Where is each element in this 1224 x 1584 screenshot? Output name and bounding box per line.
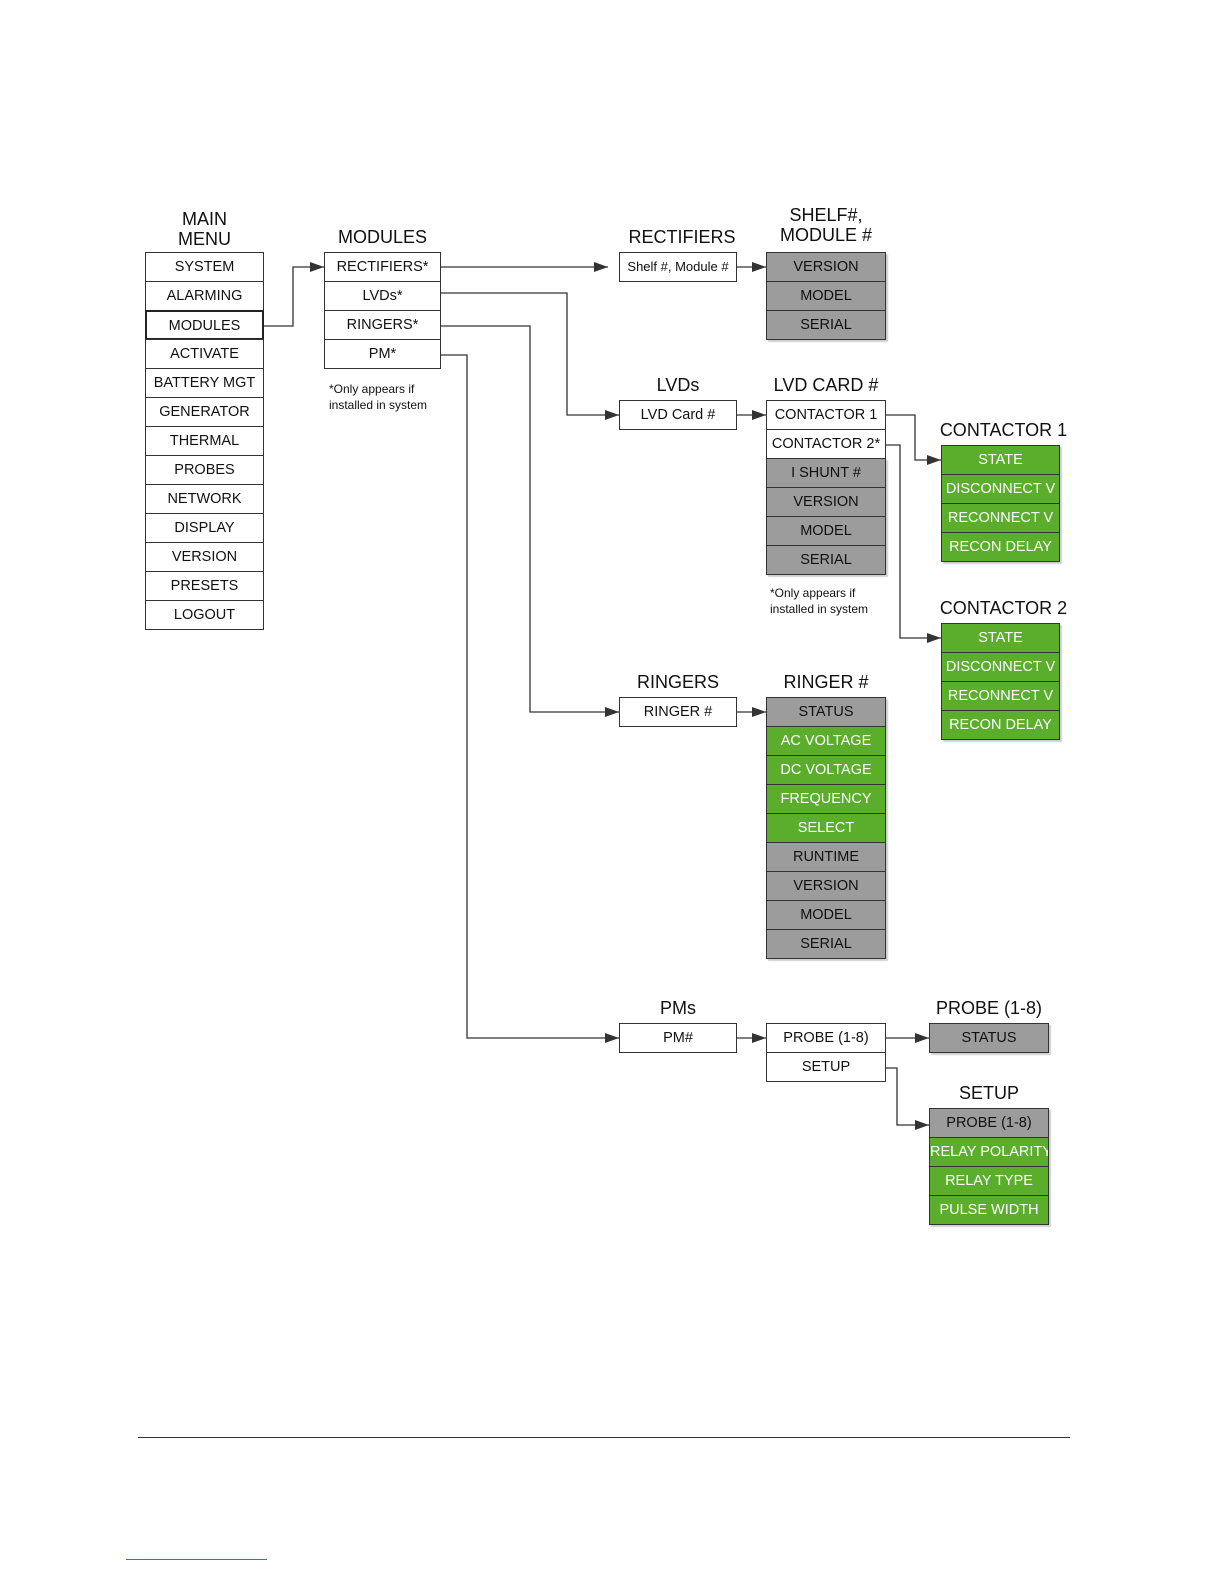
pm-num-list: PROBE (1-8) SETUP	[766, 1023, 886, 1082]
contactor1-item-recon-delay[interactable]: RECON DELAY	[941, 532, 1060, 562]
modules-item-lvds[interactable]: LVDs*	[324, 281, 441, 311]
modules-item-pm[interactable]: PM*	[324, 339, 441, 369]
modules-item-rectifiers[interactable]: RECTIFIERS*	[324, 252, 441, 282]
ringer-item-model[interactable]: MODEL	[766, 900, 886, 930]
header-probe: PROBE (1-8)	[935, 998, 1043, 1018]
lvd-card-item-contactor2[interactable]: CONTACTOR 2*	[766, 429, 886, 459]
main-menu-list: SYSTEM ALARMING MODULES ACTIVATE BATTERY…	[145, 252, 264, 630]
ringer-item-frequency[interactable]: FREQUENCY	[766, 784, 886, 814]
contactor1-item-reconnect-v[interactable]: RECONNECT V	[941, 503, 1060, 533]
main-menu-item-network[interactable]: NETWORK	[145, 484, 264, 514]
footer-link-underline	[126, 1559, 267, 1560]
shelf-item-version[interactable]: VERSION	[766, 252, 886, 282]
ringer-item-runtime[interactable]: RUNTIME	[766, 842, 886, 872]
main-menu-item-presets[interactable]: PRESETS	[145, 571, 264, 601]
main-menu-item-generator[interactable]: GENERATOR	[145, 397, 264, 427]
setup-list: PROBE (1-8) RELAY POLARITY RELAY TYPE PU…	[929, 1108, 1049, 1225]
shelf-item-model[interactable]: MODEL	[766, 281, 886, 311]
header-ringer-num: RINGER #	[783, 672, 869, 692]
contactor1-item-disconnect-v[interactable]: DISCONNECT V	[941, 474, 1060, 504]
link-pm	[441, 354, 619, 1043]
setup-item-probe[interactable]: PROBE (1-8)	[929, 1108, 1049, 1138]
main-menu-item-thermal[interactable]: THERMAL	[145, 426, 264, 456]
contactor2-list: STATE DISCONNECT V RECONNECT V RECON DEL…	[941, 623, 1060, 740]
main-menu-item-system[interactable]: SYSTEM	[145, 252, 264, 282]
header-pms: PMs	[660, 998, 696, 1018]
ringer-item-version[interactable]: VERSION	[766, 871, 886, 901]
ringer-item-dc-voltage[interactable]: DC VOLTAGE	[766, 755, 886, 785]
main-menu-item-activate[interactable]: ACTIVATE	[145, 339, 264, 369]
lvd-card-item-i-shunt[interactable]: I SHUNT #	[766, 458, 886, 488]
setup-item-relay-type[interactable]: RELAY TYPE	[929, 1166, 1049, 1196]
probe-item-status[interactable]: STATUS	[929, 1023, 1049, 1053]
contactor1-item-state[interactable]: STATE	[941, 445, 1060, 475]
main-menu-item-battery-mgt[interactable]: BATTERY MGT	[145, 368, 264, 398]
lvd-card-item-version[interactable]: VERSION	[766, 487, 886, 517]
lvd-card-list: CONTACTOR 1 CONTACTOR 2* I SHUNT # VERSI…	[766, 400, 886, 575]
contactor2-item-reconnect-v[interactable]: RECONNECT V	[941, 681, 1060, 711]
lvds-list: LVD Card #	[619, 400, 737, 430]
header-main-menu: MAIN MENU	[178, 209, 231, 249]
contactor1-list: STATE DISCONNECT V RECONNECT V RECON DEL…	[941, 445, 1060, 562]
main-menu-item-alarming[interactable]: ALARMING	[145, 281, 264, 311]
modules-list: RECTIFIERS* LVDs* RINGERS* PM*	[324, 252, 441, 369]
header-contactor2: CONTACTOR 2	[939, 598, 1068, 618]
contactor2-item-recon-delay[interactable]: RECON DELAY	[941, 710, 1060, 740]
lvd-card-footnote: *Only appears if installed in system	[770, 586, 869, 616]
rectifiers-item-shelf-module[interactable]: Shelf #, Module #	[619, 252, 737, 282]
header-lvds: LVDs	[656, 375, 700, 395]
header-contactor1: CONTACTOR 1	[939, 420, 1068, 440]
shelf-module-list: VERSION MODEL SERIAL	[766, 252, 886, 340]
link-setup	[886, 1067, 929, 1130]
ringer-item-serial[interactable]: SERIAL	[766, 929, 886, 959]
main-menu-item-display[interactable]: DISPLAY	[145, 513, 264, 543]
header-shelf-module: SHELF#, MODULE #	[779, 205, 873, 245]
header-lvd-card: LVD CARD #	[773, 375, 879, 395]
probe-list: STATUS	[929, 1023, 1049, 1053]
ringers-item-ringer-num[interactable]: RINGER #	[619, 697, 737, 727]
lvd-card-item-serial[interactable]: SERIAL	[766, 545, 886, 575]
header-ringers: RINGERS	[636, 672, 719, 692]
footer-divider	[138, 1437, 1070, 1438]
link-contactor2	[886, 444, 941, 643]
header-setup: SETUP	[958, 1083, 1019, 1103]
modules-item-ringers[interactable]: RINGERS*	[324, 310, 441, 340]
rectifiers-list: Shelf #, Module #	[619, 252, 737, 282]
modules-footnote: *Only appears if installed in system	[329, 382, 428, 412]
setup-item-relay-polarity[interactable]: RELAY POLARITY	[929, 1137, 1049, 1167]
header-rectifiers: RECTIFIERS	[628, 227, 736, 247]
ringer-item-ac-voltage[interactable]: AC VOLTAGE	[766, 726, 886, 756]
contactor2-item-state[interactable]: STATE	[941, 623, 1060, 653]
link-contactor1	[886, 414, 941, 465]
link-ringers	[441, 325, 619, 717]
lvds-item-lvd-card[interactable]: LVD Card #	[619, 400, 737, 430]
ringers-list: RINGER #	[619, 697, 737, 727]
pm-item-probe[interactable]: PROBE (1-8)	[766, 1023, 886, 1053]
main-menu-item-probes[interactable]: PROBES	[145, 455, 264, 485]
pms-list: PM#	[619, 1023, 737, 1053]
pms-item-pm-num[interactable]: PM#	[619, 1023, 737, 1053]
link-lvds	[441, 292, 619, 420]
setup-item-pulse-width[interactable]: PULSE WIDTH	[929, 1195, 1049, 1225]
lvd-card-item-contactor1[interactable]: CONTACTOR 1	[766, 400, 886, 430]
main-menu-item-modules[interactable]: MODULES	[145, 310, 264, 340]
shelf-item-serial[interactable]: SERIAL	[766, 310, 886, 340]
main-menu-item-logout[interactable]: LOGOUT	[145, 600, 264, 630]
main-menu-item-version[interactable]: VERSION	[145, 542, 264, 572]
pm-item-setup[interactable]: SETUP	[766, 1052, 886, 1082]
contactor2-item-disconnect-v[interactable]: DISCONNECT V	[941, 652, 1060, 682]
header-modules: MODULES	[337, 227, 427, 247]
ringer-item-select[interactable]: SELECT	[766, 813, 886, 843]
link-main-to-modules	[264, 262, 324, 327]
lvd-card-item-model[interactable]: MODEL	[766, 516, 886, 546]
ringer-item-status[interactable]: STATUS	[766, 697, 886, 727]
ringer-num-list: STATUS AC VOLTAGE DC VOLTAGE FREQUENCY S…	[766, 697, 886, 959]
